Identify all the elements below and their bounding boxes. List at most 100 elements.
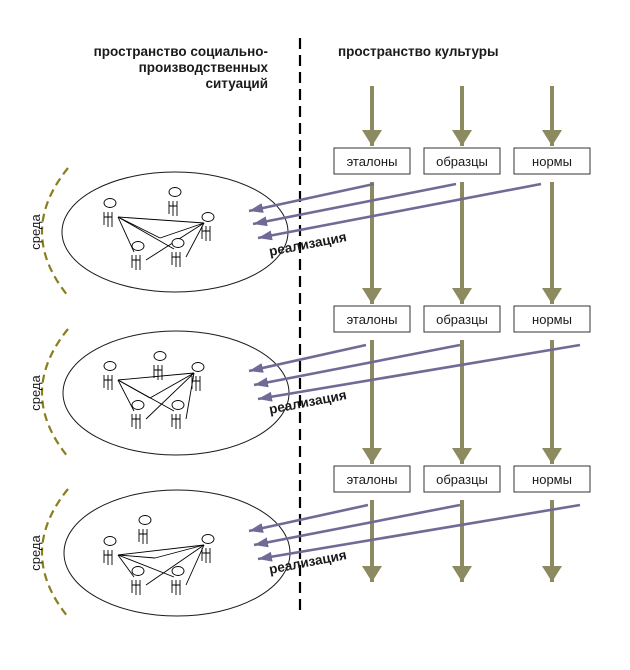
person-icon <box>103 361 117 390</box>
culture-box-label: нормы <box>532 154 572 169</box>
culture-layer-1: эталоны образцы нормы <box>333 147 591 175</box>
network-edge <box>159 222 205 239</box>
person-body <box>171 252 181 267</box>
culture-box <box>513 305 591 333</box>
person-body <box>131 414 141 429</box>
network-edge <box>117 372 195 381</box>
social-space-heading-line-2: производственных <box>138 60 268 75</box>
culture-box-label: образцы <box>436 154 488 169</box>
network-edge <box>117 544 205 556</box>
social-situation-1: среда <box>28 167 289 297</box>
realization-arrow <box>253 343 461 388</box>
culture-box-label: эталоны <box>347 154 398 169</box>
person-icon <box>171 238 185 267</box>
realization-arrow <box>248 503 369 533</box>
network-edge <box>185 544 205 586</box>
network-edge <box>117 554 156 559</box>
network-edge <box>154 544 205 559</box>
network-edge <box>117 379 151 399</box>
culture-box <box>333 305 411 333</box>
culture-box <box>513 147 591 175</box>
network-edge <box>117 216 135 253</box>
realization-arrow <box>248 343 367 373</box>
person-icon <box>131 566 145 595</box>
network-edge <box>117 216 205 224</box>
person-icon <box>103 536 117 565</box>
environment-label: среда <box>28 213 43 249</box>
person-icon <box>201 212 215 241</box>
person-icon <box>168 187 182 216</box>
culture-box <box>423 305 501 333</box>
network-edge <box>117 216 161 239</box>
person-head <box>131 241 145 251</box>
realization-arrow <box>253 503 461 548</box>
social-situation-ellipse <box>62 330 290 456</box>
network-edge <box>117 216 175 250</box>
culture-box-label: образцы <box>436 312 488 327</box>
person-body <box>138 529 148 544</box>
person-head <box>131 400 145 410</box>
person-icon <box>103 198 117 227</box>
culture-box <box>423 147 501 175</box>
realization-arrows-1: реализация <box>248 182 542 259</box>
person-body <box>153 365 163 380</box>
network-edge <box>117 554 135 578</box>
social-space-heading-line-1: пространство социально- <box>93 44 268 59</box>
network-edge <box>185 222 205 258</box>
environment-arc <box>41 167 69 297</box>
social-situation-3: среда <box>28 488 291 618</box>
culture-box <box>423 465 501 493</box>
person-icon <box>131 400 145 429</box>
network-edge <box>149 372 195 399</box>
person-icon <box>201 534 215 563</box>
person-head <box>103 536 117 546</box>
person-body <box>191 376 201 391</box>
realization-arrow <box>257 182 542 241</box>
environment-arc <box>41 328 69 458</box>
person-head <box>103 198 117 208</box>
network-edge <box>145 544 205 586</box>
network-edge <box>145 372 195 420</box>
realization-arrow <box>248 182 375 213</box>
person-icon <box>138 515 152 544</box>
culture-layer-2: эталоны образцы нормы <box>333 305 591 333</box>
realization-arrows-2: реализация <box>248 343 581 417</box>
culture-box <box>513 465 591 493</box>
person-head <box>201 534 215 544</box>
person-head <box>131 566 145 576</box>
culture-box-label: нормы <box>532 472 572 487</box>
realization-arrow <box>257 503 581 562</box>
person-body <box>171 580 181 595</box>
culture-box-label: образцы <box>436 472 488 487</box>
environment-label: среда <box>28 534 43 570</box>
social-situation-ellipse <box>63 489 291 617</box>
realization-arrow <box>252 182 457 227</box>
person-body <box>201 226 211 241</box>
environment-label: среда <box>28 374 43 410</box>
culture-box <box>333 147 411 175</box>
person-head <box>191 362 205 372</box>
person-body <box>103 550 113 565</box>
person-icon <box>191 362 205 391</box>
person-head <box>171 400 185 410</box>
culture-box-label: нормы <box>532 312 572 327</box>
person-body <box>201 548 211 563</box>
person-icon <box>153 351 167 380</box>
person-head <box>171 566 185 576</box>
person-body <box>168 201 178 216</box>
person-body <box>131 580 141 595</box>
person-body <box>103 375 113 390</box>
person-head <box>168 187 182 197</box>
culture-box-label: эталоны <box>347 312 398 327</box>
realization-arrow <box>257 343 581 402</box>
social-space-heading-line-3: ситуаций <box>205 76 269 91</box>
culture-box <box>333 465 411 493</box>
culture-space-heading: пространство культуры <box>338 44 499 59</box>
person-head <box>103 361 117 371</box>
person-head <box>138 515 152 525</box>
person-body <box>131 255 141 270</box>
person-icon <box>171 566 185 595</box>
person-head <box>153 351 167 361</box>
